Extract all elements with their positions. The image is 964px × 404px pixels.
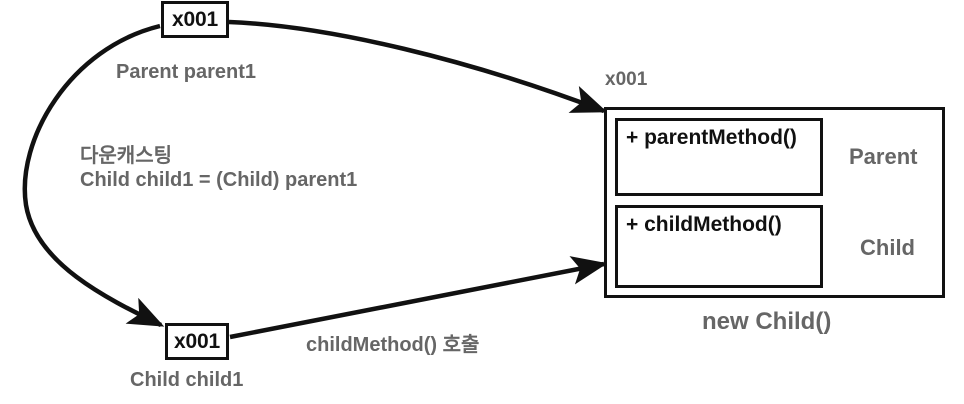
child-reference-label: Child child1 (130, 369, 244, 391)
child-method-call-label: childMethod() 호출 (306, 334, 480, 356)
parent-reference-box: x001 (161, 1, 229, 38)
downcast-annotation-line2: Child child1 = (Child) parent1 (80, 169, 358, 191)
arrow-parent-ref-to-object (228, 19, 608, 114)
parent-role-label: Parent (849, 144, 918, 169)
parent-method-label: + parentMethod() (626, 126, 797, 149)
child-reference-box: x001 (165, 323, 229, 360)
child-method-label: + childMethod() (626, 213, 782, 236)
object-address-label: x001 (605, 69, 648, 90)
child-role-label: Child (860, 235, 915, 260)
downcast-annotation-line1: 다운캐스팅 (80, 145, 172, 167)
arrow-child-ref-to-object (229, 256, 608, 340)
object-caption-label: new Child() (702, 308, 832, 335)
parent-method-box (615, 118, 823, 196)
parent-reference-label: Parent parent1 (116, 61, 257, 83)
child-method-box (615, 205, 823, 288)
